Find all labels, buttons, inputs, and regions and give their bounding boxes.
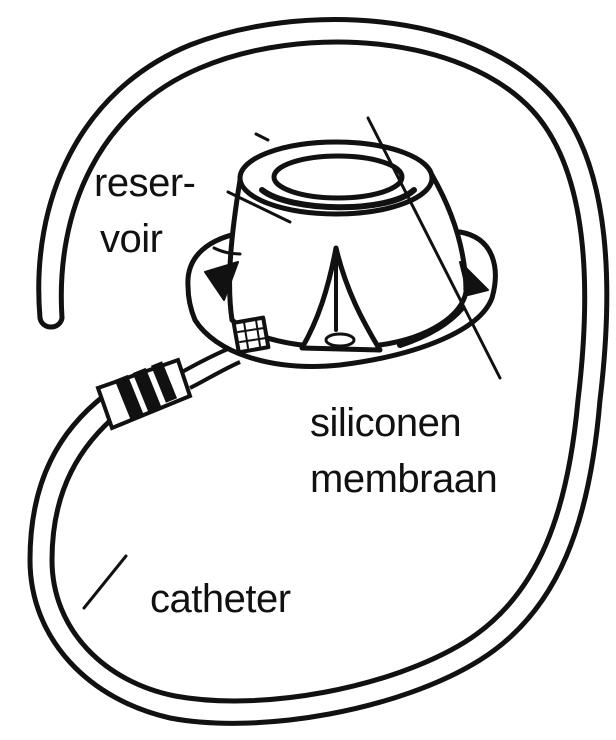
membrane-label-line2: membraan [310, 456, 497, 502]
catheter-tube-end [40, 318, 62, 327]
catheter-label: catheter [150, 576, 291, 622]
catheter-pointer [84, 556, 126, 608]
reservoir-label-line1: reser- [94, 160, 195, 206]
reservoir-label-line2: voir [100, 216, 162, 262]
port-reservoir [188, 142, 495, 366]
catheter-tube [30, 19, 607, 723]
catheter-tube-outer [30, 19, 607, 723]
port-top-opening [274, 156, 402, 198]
catheter-connector [98, 346, 240, 428]
port-suture-hole [234, 318, 269, 353]
membrane-label-line1: siliconen [310, 400, 461, 446]
